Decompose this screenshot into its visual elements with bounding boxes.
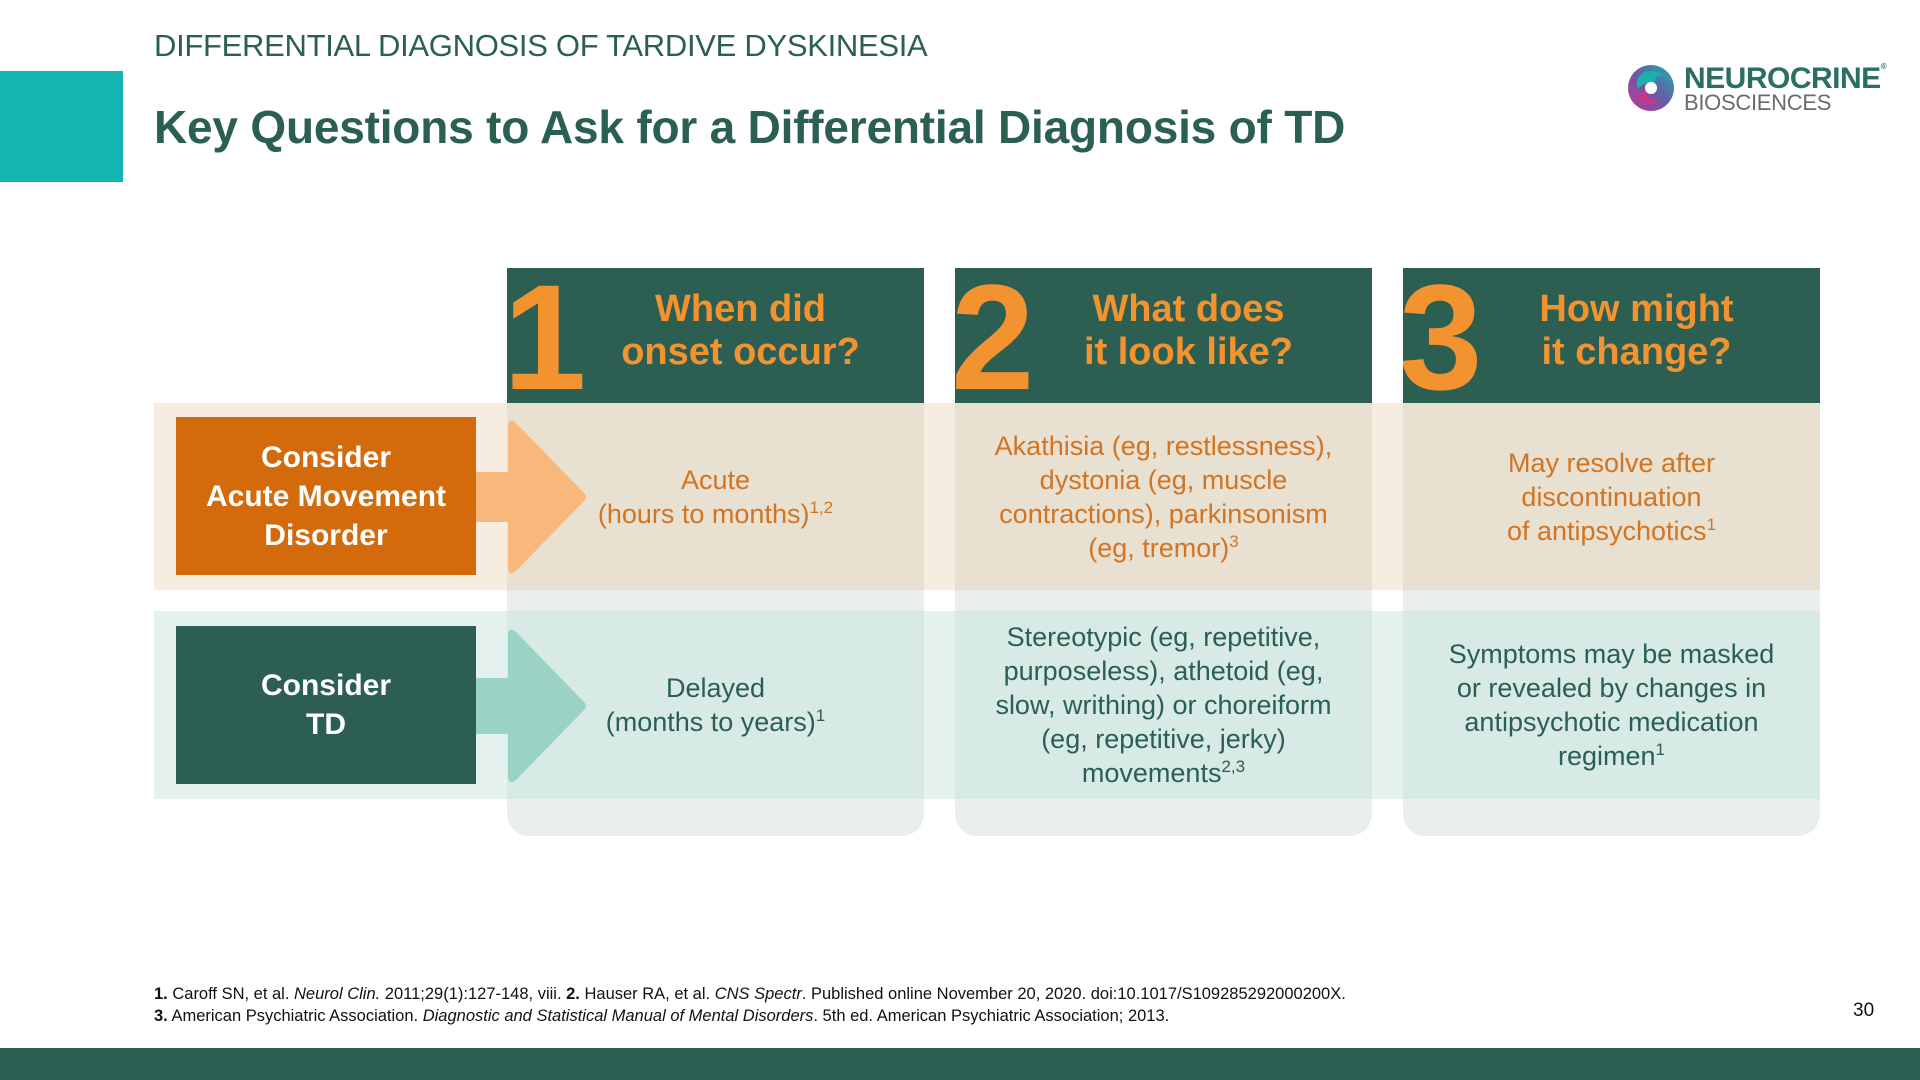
column-header: 2 What does it look like? <box>955 268 1372 412</box>
arrow-right-icon <box>476 629 586 783</box>
question-number: 3 <box>1403 268 1482 421</box>
reference-line-2: 3. American Psychiatric Association. Dia… <box>154 1007 1170 1025</box>
cell-td-change: Symptoms may be masked or revealed by ch… <box>1403 611 1820 799</box>
question-number: 2 <box>955 268 1034 421</box>
reference-line-1: 1. Caroff SN, et al. Neurol Clin. 2011;2… <box>154 985 1346 1003</box>
page-number: 30 <box>1853 1000 1875 1021</box>
column-header: 3 How might it change? <box>1403 268 1820 412</box>
company-logo: NEUROCRINE® BIOSCIENCES <box>1626 60 1896 116</box>
references: 1. Caroff SN, et al. Neurol Clin. 2011;2… <box>154 983 1346 1027</box>
question-column-3: 3 How might it change? May resolve after… <box>1403 268 1820 836</box>
accent-block <box>0 71 123 182</box>
column-header: 1 When did onset occur? <box>507 268 924 412</box>
question-number: 1 <box>507 268 586 421</box>
question-title: How might it change? <box>1539 288 1734 373</box>
logo-subtitle: BIOSCIENCES <box>1684 90 1832 115</box>
cell-acute-change: May resolve after discontinuation of ant… <box>1403 403 1820 590</box>
footer-bar <box>0 1048 1920 1080</box>
question-title: What does it look like? <box>1083 288 1294 373</box>
consider-td-box: Consider TD <box>176 626 476 784</box>
question-column-1: 1 When did onset occur? Acute (hours to … <box>507 268 924 836</box>
cell-td-appearance: Stereotypic (eg, repetitive, purposeless… <box>955 611 1372 799</box>
swirl-logo-icon <box>1628 65 1674 111</box>
section-label: DIFFERENTIAL DIAGNOSIS OF TARDIVE DYSKIN… <box>154 28 928 63</box>
question-title: When did onset occur? <box>621 288 860 373</box>
logo-wordmark: NEUROCRINE® <box>1684 62 1887 95</box>
page-title: Key Questions to Ask for a Differential … <box>154 101 1346 153</box>
arrow-right-icon <box>476 420 586 574</box>
consider-acute-movement-disorder-box: Consider Acute Movement Disorder <box>176 417 476 575</box>
question-column-2: 2 What does it look like? Akathisia (eg,… <box>955 268 1372 836</box>
cell-acute-appearance: Akathisia (eg, restlessness), dystonia (… <box>955 403 1372 590</box>
